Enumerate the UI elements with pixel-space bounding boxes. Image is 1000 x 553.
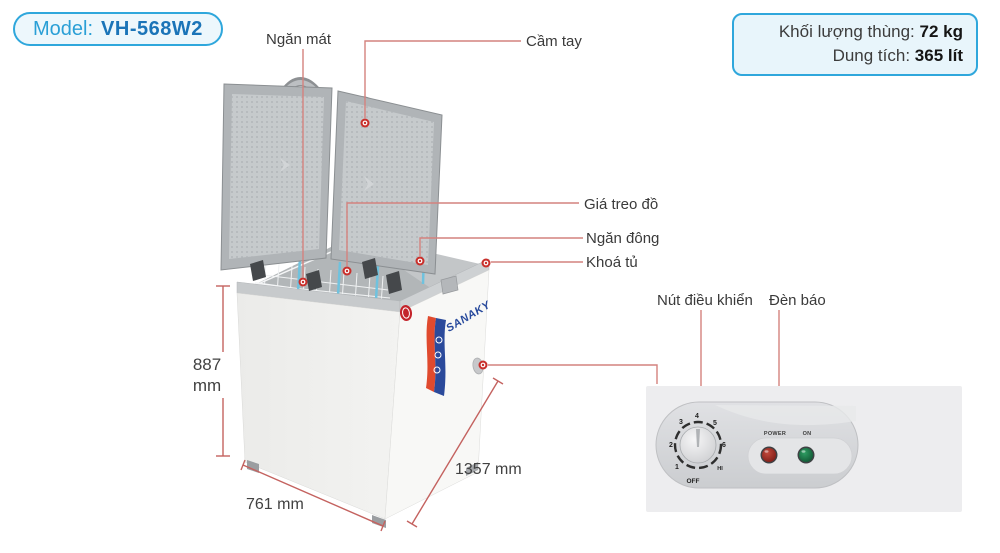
model-value: VH-568W2 <box>101 17 203 40</box>
dimension-height-value: 887 <box>192 355 222 374</box>
dial-4: 4 <box>695 413 699 420</box>
dial-3: 3 <box>679 419 683 426</box>
power-light <box>760 446 778 464</box>
spec-box: Khối lượng thùng: 72 kg Dung tích: 365 l… <box>732 13 978 76</box>
callout-markers <box>298 118 491 370</box>
marker-dot <box>415 256 425 266</box>
dimension-width: 1357 mm <box>455 461 522 478</box>
callout-den-bao: Đèn báo <box>769 292 826 309</box>
marker-dot <box>298 277 308 287</box>
dial-off-label: OFF <box>687 478 700 485</box>
callout-ngan-dong: Ngăn đông <box>586 230 660 247</box>
callout-gia-treo-do: Giá treo đồ <box>584 196 659 213</box>
control-panel-detail: 1 2 3 4 5 6 HI OFF POWER ON <box>646 386 962 512</box>
on-label: ON <box>803 431 812 437</box>
dimension-lines <box>216 285 504 532</box>
dial-5: 5 <box>713 420 717 427</box>
freezer-lid-right <box>330 90 443 275</box>
model-label: Model: <box>33 17 94 40</box>
callout-nut-dieu-khien: Nút điều khiển <box>657 292 753 309</box>
marker-dot <box>360 118 370 128</box>
dimension-height-unit: mm <box>192 376 222 395</box>
marker-dot <box>481 258 491 268</box>
callout-ngan-mat: Ngăn mát <box>266 31 332 48</box>
dial-hi-label: HI <box>717 466 723 472</box>
freezer-lid-left <box>220 77 333 271</box>
marker-dot <box>478 360 488 370</box>
lid-lock <box>440 275 459 295</box>
brand-ribbon <box>426 316 446 396</box>
marker-dot <box>342 266 352 276</box>
callout-cam-tay: Cầm tay <box>526 33 582 50</box>
spec-weight: Khối lượng thùng: 72 kg <box>778 22 963 41</box>
dial-2: 2 <box>669 442 673 449</box>
lid-hinges <box>250 258 402 294</box>
temperature-knob[interactable] <box>673 420 723 470</box>
power-label: POWER <box>764 431 786 437</box>
freezer-body: SANAKY <box>236 269 494 528</box>
on-light <box>797 446 815 464</box>
dial-6: 6 <box>722 442 726 449</box>
dimension-depth: 761 mm <box>246 496 304 513</box>
callout-khoa-tu: Khoá tủ <box>586 254 638 271</box>
dial-scale: 1 2 3 4 5 6 HI OFF <box>669 413 726 485</box>
dial-1: 1 <box>675 464 679 471</box>
dimension-height: 887 mm <box>185 354 229 396</box>
model-badge: Model: VH-568W2 <box>13 12 223 46</box>
spec-capacity: Dung tích: 365 lít <box>832 46 963 65</box>
